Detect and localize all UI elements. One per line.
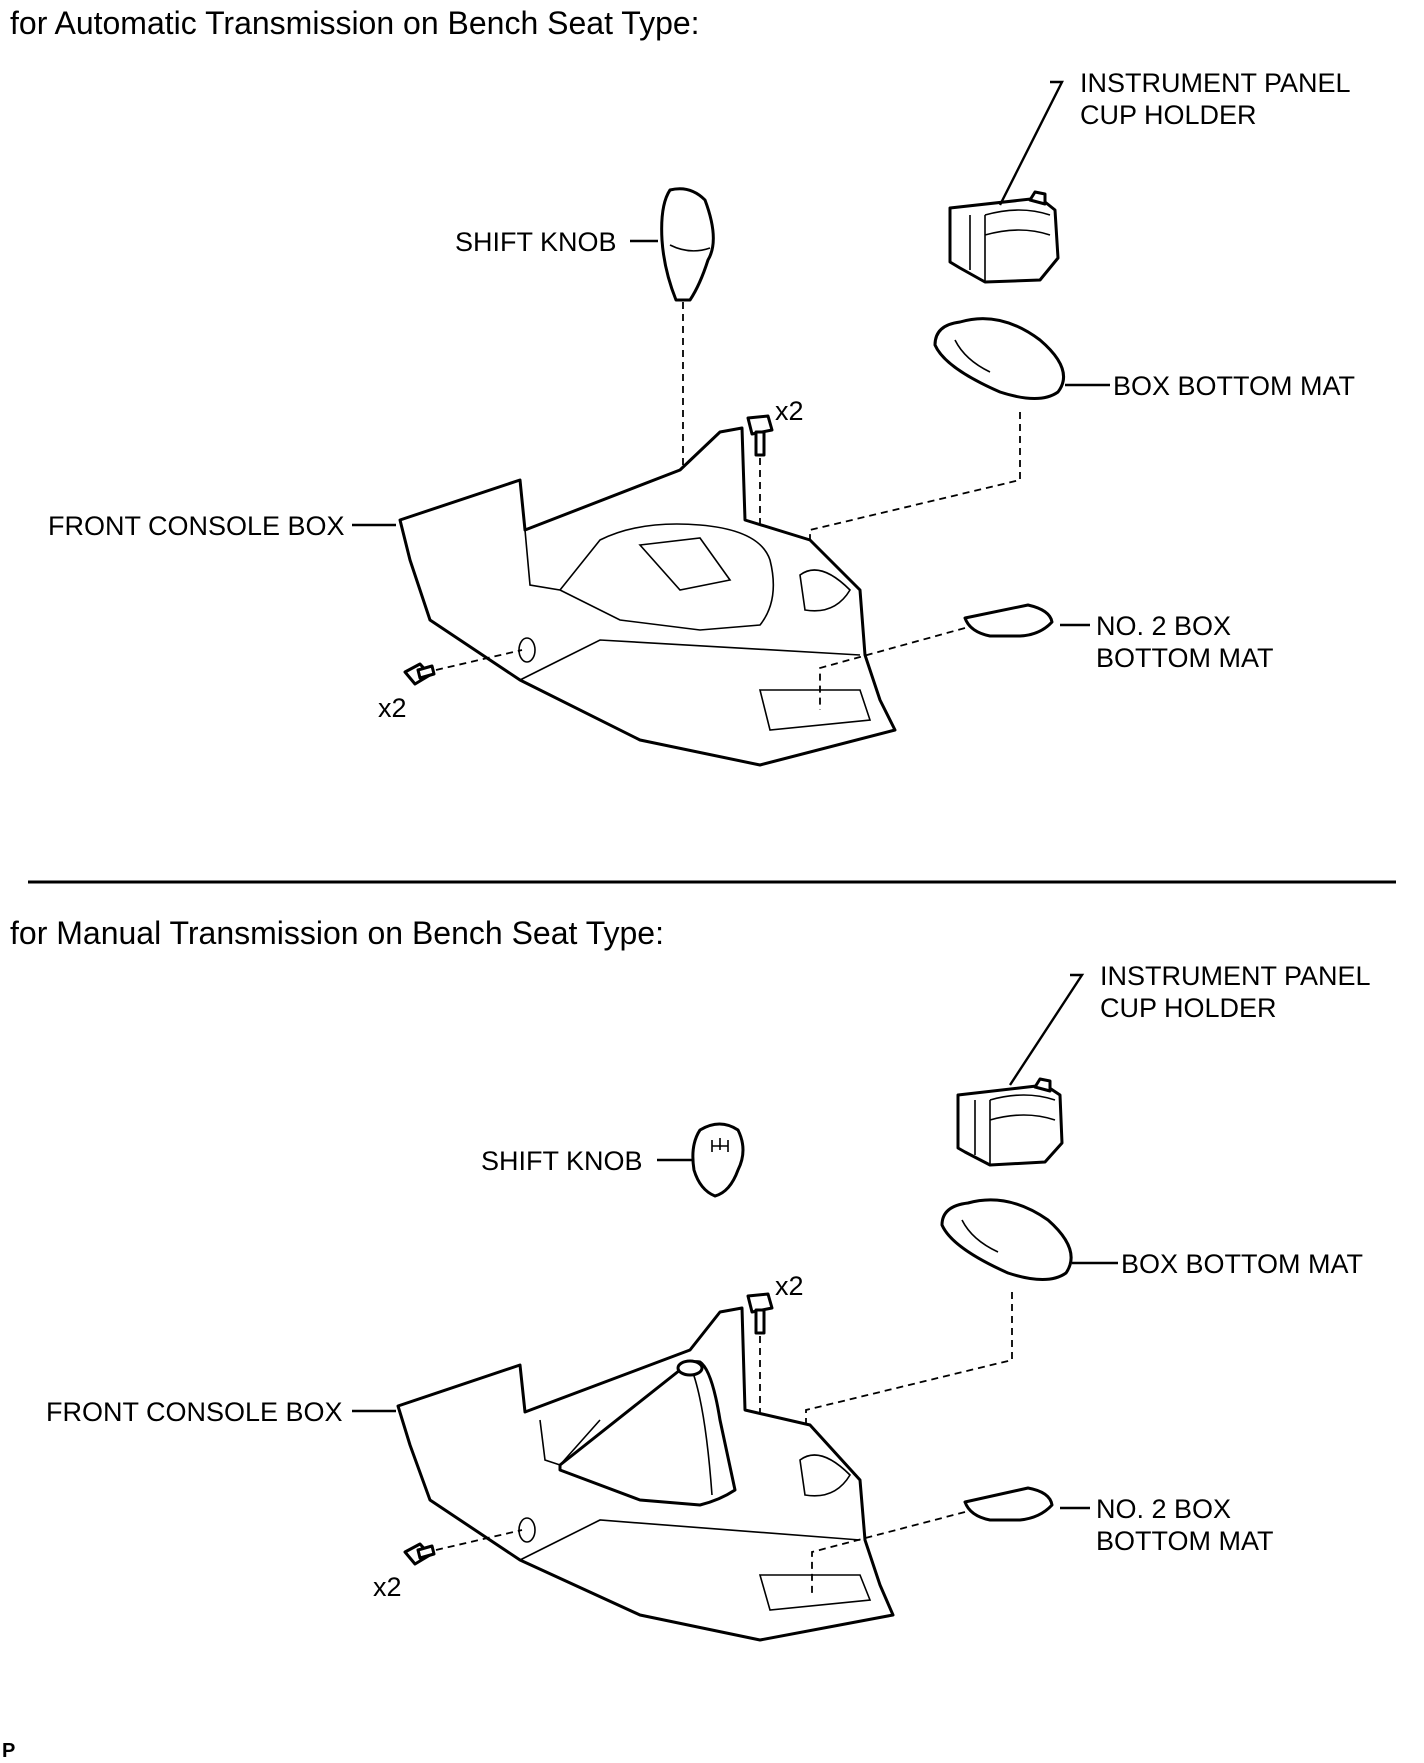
- shift-knob-automatic-part: [660, 187, 715, 302]
- no2-box-bottom-mat-part: [963, 603, 1054, 638]
- no2-mat-guide: [811, 1511, 966, 1595]
- box-bottom-mat-guide: [805, 1292, 1013, 1452]
- section-manual: for Manual Transmission on Bench Seat Ty…: [10, 915, 1371, 1642]
- front-console-box-label: FRONT CONSOLE BOX: [48, 511, 345, 541]
- front-console-box-label: FRONT CONSOLE BOX: [46, 1397, 343, 1427]
- box-bottom-mat-guide: [809, 412, 1021, 570]
- section-heading: for Manual Transmission on Bench Seat Ty…: [10, 915, 664, 951]
- shift-knob-manual-part: [691, 1122, 745, 1198]
- section-heading: for Automatic Transmission on Bench Seat…: [10, 5, 700, 41]
- shift-knob-label: SHIFT KNOB: [481, 1146, 643, 1176]
- bolt-top-qty: x2: [775, 396, 804, 426]
- no2-mat-label-line2: BOTTOM MAT: [1096, 1526, 1274, 1556]
- cup-holder-part: [956, 1077, 1064, 1167]
- cup-holder-leader: [998, 80, 1064, 206]
- shift-knob-label: SHIFT KNOB: [455, 227, 617, 257]
- cup-holder-label-line2: CUP HOLDER: [1100, 993, 1277, 1023]
- no2-mat-guide: [819, 627, 966, 710]
- front-console-box-part: [396, 1306, 895, 1642]
- box-bottom-mat-label: BOX BOTTOM MAT: [1121, 1249, 1363, 1279]
- box-bottom-mat-part: [940, 1198, 1073, 1281]
- no2-box-bottom-mat-part: [963, 1486, 1054, 1522]
- cup-holder-label-line1: INSTRUMENT PANEL: [1080, 68, 1351, 98]
- bolt-top-part: [746, 414, 774, 457]
- bolt-top-qty: x2: [775, 1271, 804, 1301]
- bolt-left-guide: [435, 649, 523, 671]
- no2-mat-label-line1: NO. 2 BOX: [1096, 611, 1231, 641]
- cup-holder-label-line1: INSTRUMENT PANEL: [1100, 961, 1371, 991]
- footer-mark: P: [2, 1740, 15, 1762]
- bolt-top-part: [746, 1292, 774, 1335]
- cup-holder-leader: [1008, 973, 1085, 1086]
- cup-holder-label-line2: CUP HOLDER: [1080, 100, 1257, 130]
- bolt-left-part: [403, 1542, 436, 1566]
- bolt-left-part: [403, 662, 436, 686]
- box-bottom-mat-label: BOX BOTTOM MAT: [1113, 371, 1355, 401]
- section-automatic: for Automatic Transmission on Bench Seat…: [10, 5, 1355, 767]
- box-bottom-mat-part: [933, 317, 1066, 400]
- bolt-left-guide: [435, 1529, 523, 1551]
- bolt-left-qty: x2: [378, 693, 407, 723]
- front-console-box-part: [398, 426, 897, 767]
- bolt-left-qty: x2: [373, 1572, 402, 1602]
- cup-holder-part: [948, 190, 1060, 284]
- no2-mat-label-line2: BOTTOM MAT: [1096, 643, 1274, 673]
- no2-mat-label-line1: NO. 2 BOX: [1096, 1494, 1231, 1524]
